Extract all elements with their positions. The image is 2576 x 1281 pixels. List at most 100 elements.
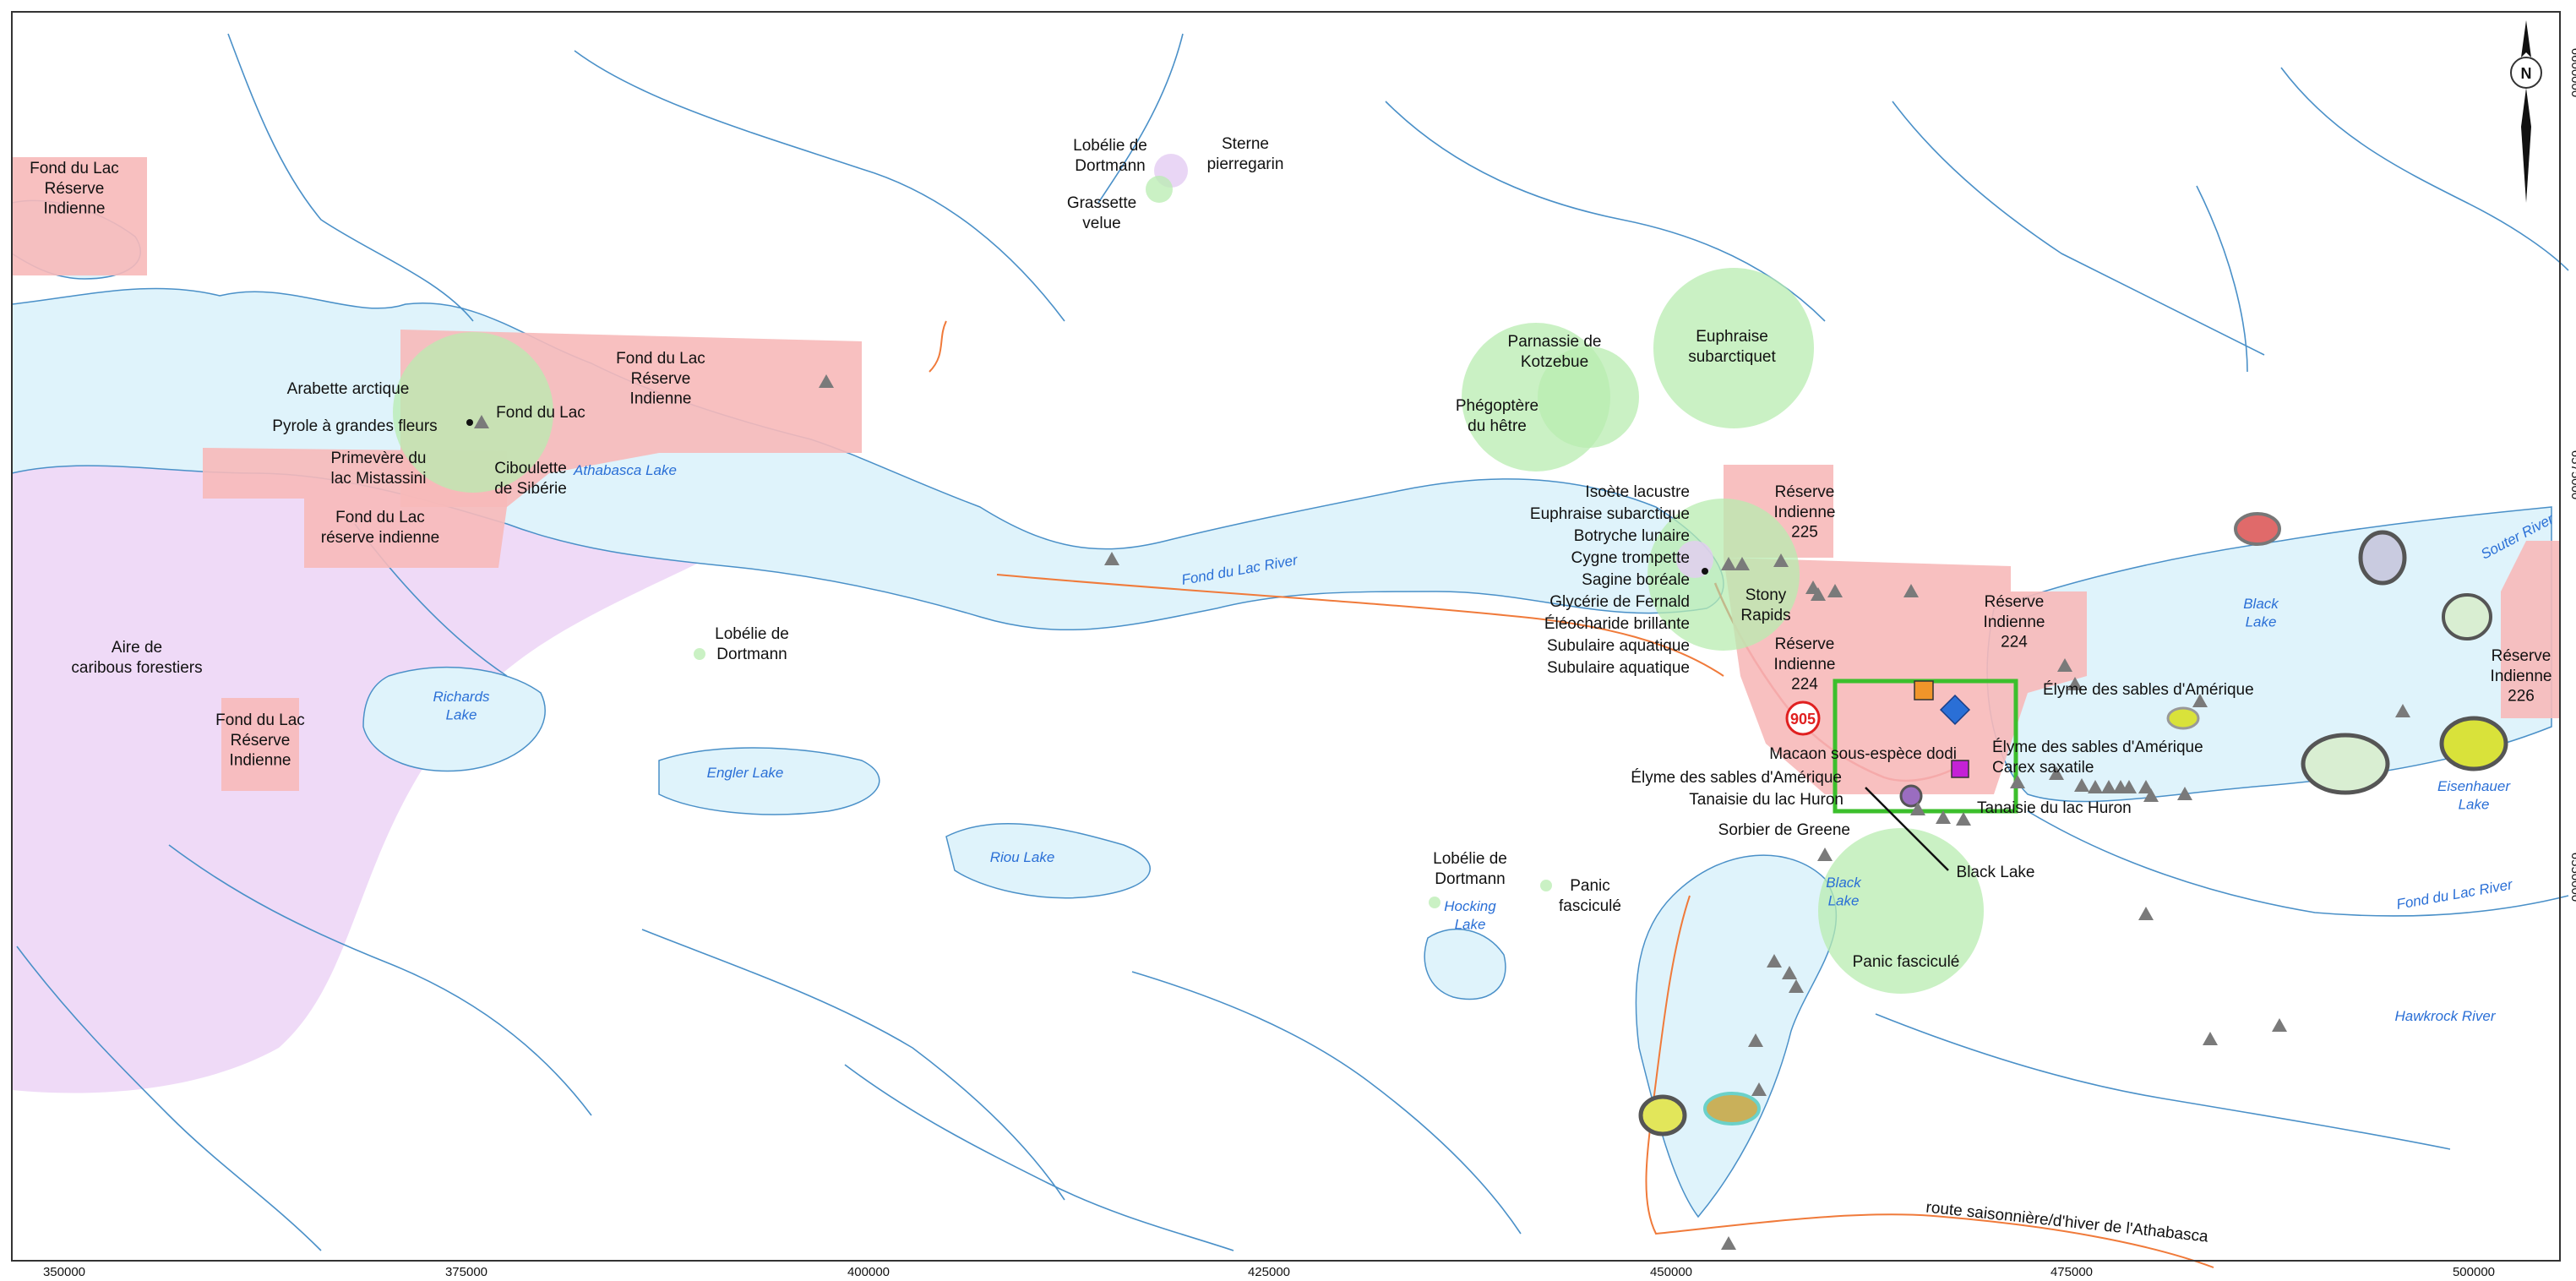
zone-lobelie-c <box>694 648 705 660</box>
stony-species-4: Sagine boréale <box>1582 571 1690 589</box>
y-tick-0: 6600000 <box>2568 48 2576 97</box>
claim-triangle-17 <box>2121 780 2137 793</box>
claim-triangle-31 <box>2192 694 2208 707</box>
winter-road <box>929 320 2214 1268</box>
zone-east-2 <box>2301 733 2390 795</box>
claim-triangle-5 <box>1773 553 1789 567</box>
claim-markers <box>474 374 2410 1250</box>
claim-triangle-7 <box>1811 587 1826 601</box>
x-tick-1: 375000 <box>445 1265 487 1279</box>
north-arrow-label: N <box>2521 65 2532 82</box>
x-tick-3: 425000 <box>1248 1265 1290 1279</box>
claim-triangle-18 <box>2138 780 2154 793</box>
claim-triangle-35 <box>1956 812 1971 826</box>
label-water-riou: Riou Lake <box>990 849 1055 865</box>
stony-species-7: Subulaire aquatique <box>1547 637 1690 655</box>
black-lake-leader <box>1865 787 1949 871</box>
label-species-panic2: Panic fasciculé <box>1853 953 1960 971</box>
rivers <box>16 33 2569 1251</box>
label-species-macaon: Macaon sous-espèce dodi <box>1769 745 1957 763</box>
x-tick-6: 500000 <box>2453 1265 2495 1279</box>
zone-south-2 <box>1703 1092 1761 1126</box>
zone-east-5 <box>2442 593 2492 640</box>
label-water-hawkrock: Hawkrock River <box>2394 1008 2496 1024</box>
claim-triangle-4 <box>1735 557 1750 570</box>
stony-species-2: Botryche lunaire <box>1574 527 1690 545</box>
x-tick-2: 400000 <box>847 1265 890 1279</box>
richards-lake <box>362 666 546 772</box>
stony-species-6: Éléocharide brillante <box>1544 615 1690 633</box>
label-water-engler: Engler Lake <box>707 765 784 781</box>
reserve-fdl-low <box>221 698 299 791</box>
claim-triangle-19 <box>2143 788 2159 802</box>
zone-grassette <box>1146 176 1173 203</box>
claim-triangle-11 <box>2067 677 2083 690</box>
zone-east-6 <box>2166 706 2200 730</box>
map-frame <box>11 11 2561 1262</box>
claim-triangle-9 <box>1903 584 1919 597</box>
claim-triangle-1 <box>819 374 834 388</box>
label-species-carex: Carex saxatile <box>1992 759 2094 777</box>
label-species-tanaisie_w: Tanaisie du lac Huron <box>1689 791 1844 809</box>
stony-species-5: Glycérie de Fernald <box>1549 593 1690 611</box>
claim-triangle-30 <box>2272 1018 2287 1032</box>
claim-triangle-15 <box>2101 780 2116 793</box>
zone-south-1 <box>1638 1094 1687 1137</box>
claim-triangle-3 <box>1721 557 1736 570</box>
label-species-elyme3: Élyme des sables d'Amérique <box>1631 769 1842 787</box>
reserve-fdl-nw <box>12 157 147 275</box>
reserve-226 <box>2501 541 2560 718</box>
claim-triangle-0 <box>474 415 489 428</box>
y-tick-2: 6550000 <box>2568 853 2576 902</box>
orange-square-marker <box>1914 680 1934 700</box>
zone-lobelie-s <box>1429 897 1440 908</box>
claim-triangle-26 <box>1751 1082 1767 1096</box>
zone-euphraise <box>1653 268 1814 428</box>
stony-species-3: Cygne trompette <box>1571 549 1690 567</box>
zone-phegoptere <box>1538 346 1639 448</box>
road-905-shield: 905 <box>1785 700 1821 736</box>
north-arrow: N <box>2510 20 2542 203</box>
x-tick-4: 450000 <box>1650 1265 1692 1279</box>
claim-triangle-27 <box>1721 1236 1736 1250</box>
riou-lake <box>945 823 1151 899</box>
claim-triangle-22 <box>1767 954 1782 968</box>
fond-du-lac-dot <box>466 419 473 426</box>
label-species-sorbier: Sorbier de Greene <box>1718 821 1850 839</box>
claim-triangle-20 <box>2177 787 2192 800</box>
habitat-zones <box>393 154 2508 1137</box>
black-lake-south <box>1635 854 1838 1218</box>
zone-east-4 <box>2234 512 2281 546</box>
claim-triangle-8 <box>1827 584 1843 597</box>
y-tick-1: 6575000 <box>2568 450 2576 499</box>
label-species-pyrole: Pyrole à grandes fleurs <box>272 417 437 435</box>
claim-triangle-25 <box>1748 1033 1763 1047</box>
claim-triangle-21 <box>1817 848 1833 861</box>
zone-fond-du-lac <box>393 332 553 493</box>
claim-triangle-2 <box>1104 552 1119 565</box>
label-species-elyme2: Élyme des sables d'Amérique <box>1992 739 2203 756</box>
zone-panic-small <box>1540 880 1552 891</box>
engler-lake <box>658 747 880 815</box>
claim-triangle-32 <box>2395 704 2410 717</box>
